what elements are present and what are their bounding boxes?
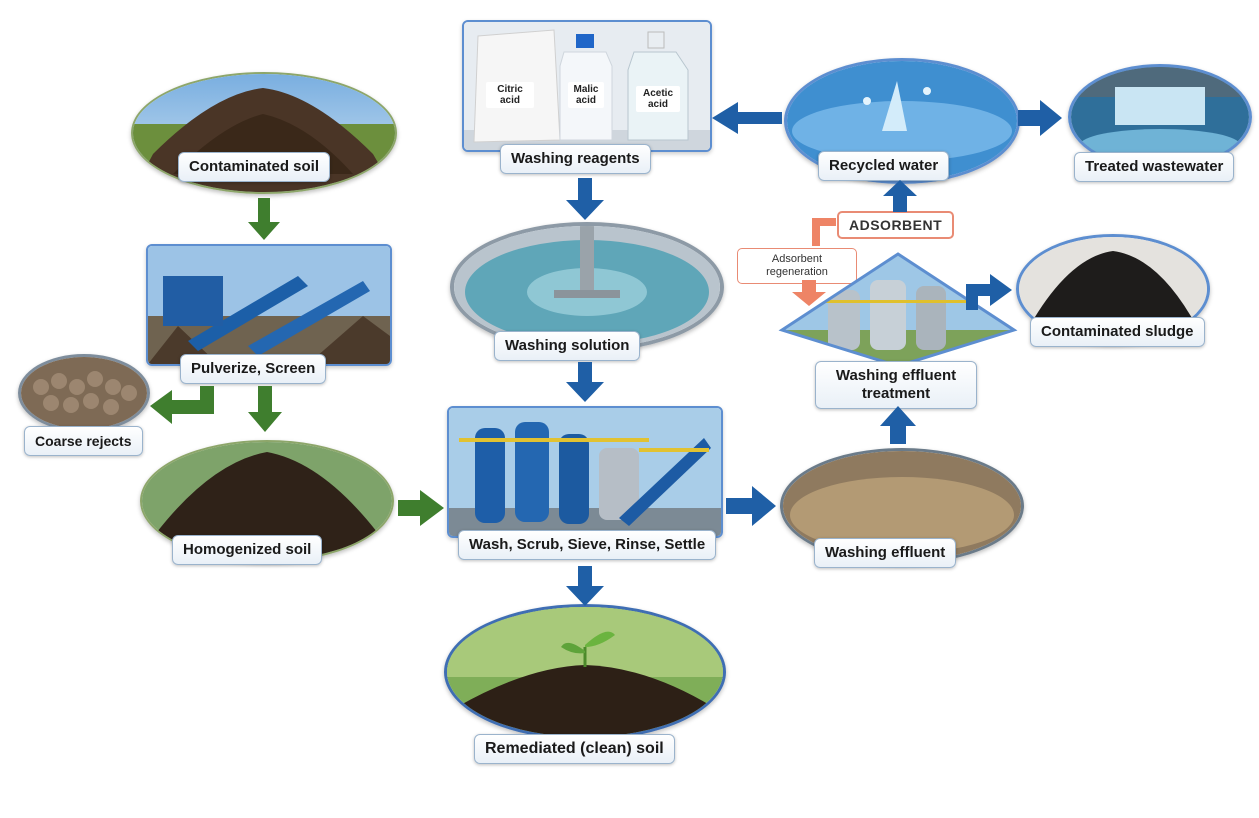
remediated-soil-label: Remediated (clean) soil [474, 734, 675, 764]
malic-acid-label: Malic acid [568, 82, 604, 108]
arrow-wash-to-effluent [726, 486, 776, 526]
arrow-contaminated-to-pulverize [248, 198, 280, 240]
citric-acid-label: Citric acid [486, 82, 534, 108]
effluent-treatment-label: Washing effluent treatment [815, 361, 977, 409]
treated-wastewater-image [1068, 64, 1252, 170]
coarse-rejects-label: Coarse rejects [24, 426, 143, 456]
contaminated-sludge-label: Contaminated sludge [1030, 317, 1205, 347]
washing-reagents-label: Washing reagents [500, 144, 651, 174]
pulverize-screen-image [146, 244, 392, 366]
arrow-homogenized-to-wash [398, 490, 444, 526]
arrow-pulverize-to-coarse [150, 386, 214, 424]
recycled-water-label: Recycled water [818, 151, 950, 181]
arrow-adsorbent-regeneration [812, 218, 836, 246]
coarse-rejects-image [18, 354, 150, 432]
arrow-reagents-to-solution [566, 178, 604, 220]
effluent-treatment-image [778, 252, 1018, 368]
arrow-solution-to-wash [566, 362, 604, 402]
homogenized-soil-label: Homogenized soil [172, 535, 323, 565]
arrow-wash-to-remediated [566, 566, 604, 606]
contaminated-soil-label: Contaminated soil [178, 152, 331, 182]
treated-wastewater-label: Treated wastewater [1074, 152, 1235, 182]
remediated-soil-image [444, 604, 726, 740]
arrow-pulverize-to-homogenized [248, 386, 282, 432]
acetic-acid-label: Acetic acid [636, 86, 680, 112]
adsorbent-label: ADSORBENT [837, 211, 955, 239]
arrow-recycled-to-treated [1018, 100, 1062, 136]
wash-process-label: Wash, Scrub, Sieve, Rinse, Settle [458, 530, 717, 560]
washing-solution-label: Washing solution [494, 331, 641, 361]
arrow-effluent-to-treatment [880, 406, 916, 444]
washing-solution-image [450, 222, 724, 352]
pulverize-screen-label: Pulverize, Screen [180, 354, 327, 384]
washing-reagents-image: Citric acid Malic acid Acetic acid [462, 20, 712, 152]
arrow-treatment-to-recycled [883, 180, 917, 212]
arrow-recycled-to-reagents [712, 102, 782, 134]
wash-process-image [447, 406, 723, 538]
washing-effluent-label: Washing effluent [814, 538, 957, 568]
